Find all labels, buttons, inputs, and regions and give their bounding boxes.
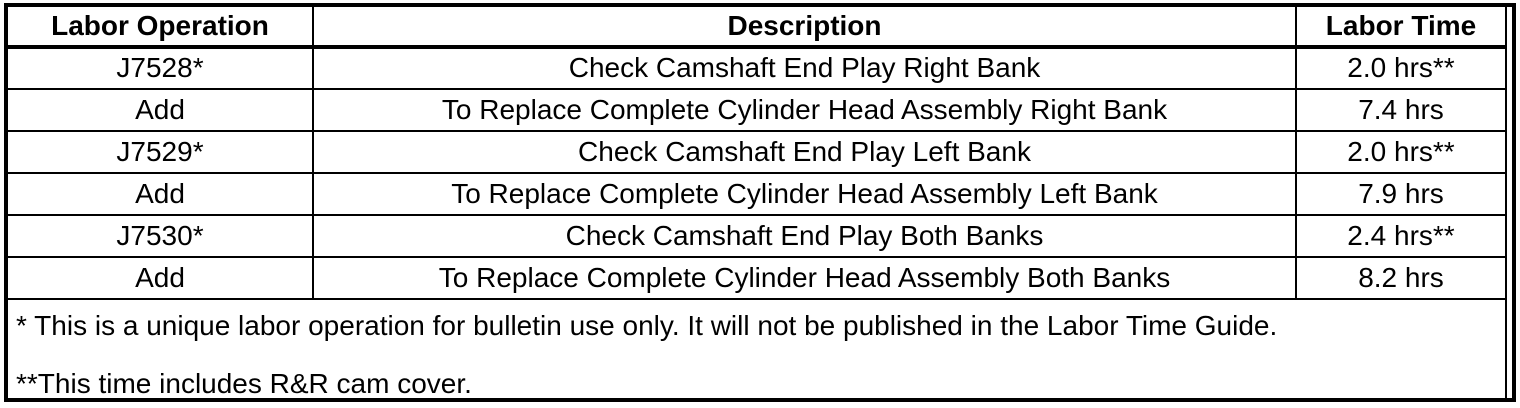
description-cell: To Replace Complete Cylinder Head Assemb… — [312, 256, 1297, 300]
column-header-description: Description — [312, 7, 1297, 49]
footnote-row: * This is a unique labor operation for b… — [8, 298, 1507, 400]
labor-operation-cell: J7529* — [8, 130, 314, 174]
labor-operations-table: Labor Operation Description Labor Time J… — [8, 7, 1507, 400]
footnote-rr-cam-cover: **This time includes R&R cam cover. — [16, 368, 472, 399]
labor-operation-cell: J7528* — [8, 46, 314, 90]
column-header-labor-time: Labor Time — [1295, 7, 1507, 49]
table-frame: Labor Operation Description Labor Time J… — [4, 3, 1516, 402]
table-row: Add To Replace Complete Cylinder Head As… — [8, 172, 1507, 216]
labor-time-cell: 8.2 hrs — [1295, 256, 1507, 300]
labor-operation-cell: Add — [8, 256, 314, 300]
footnote-cell: * This is a unique labor operation for b… — [8, 298, 1507, 400]
column-header-labor-operation: Labor Operation — [8, 7, 314, 49]
description-cell: Check Camshaft End Play Left Bank — [312, 130, 1297, 174]
table-row: J7529* Check Camshaft End Play Left Bank… — [8, 130, 1507, 174]
labor-time-cell: 2.0 hrs** — [1295, 46, 1507, 90]
description-cell: To Replace Complete Cylinder Head Assemb… — [312, 88, 1297, 132]
labor-time-cell: 7.9 hrs — [1295, 172, 1507, 216]
labor-time-cell: 7.4 hrs — [1295, 88, 1507, 132]
description-cell: Check Camshaft End Play Right Bank — [312, 46, 1297, 90]
labor-operation-cell: Add — [8, 172, 314, 216]
description-cell: Check Camshaft End Play Both Banks — [312, 214, 1297, 258]
labor-time-cell: 2.4 hrs** — [1295, 214, 1507, 258]
footnote-unique-operation: * This is a unique labor operation for b… — [16, 310, 1278, 341]
header-row: Labor Operation Description Labor Time — [8, 7, 1507, 49]
labor-operation-cell: J7530* — [8, 214, 314, 258]
table-row: J7528* Check Camshaft End Play Right Ban… — [8, 46, 1507, 90]
labor-time-cell: 2.0 hrs** — [1295, 130, 1507, 174]
description-cell: To Replace Complete Cylinder Head Assemb… — [312, 172, 1297, 216]
labor-operation-cell: Add — [8, 88, 314, 132]
table-row: J7530* Check Camshaft End Play Both Bank… — [8, 214, 1507, 258]
table-row: Add To Replace Complete Cylinder Head As… — [8, 88, 1507, 132]
table-row: Add To Replace Complete Cylinder Head As… — [8, 256, 1507, 300]
